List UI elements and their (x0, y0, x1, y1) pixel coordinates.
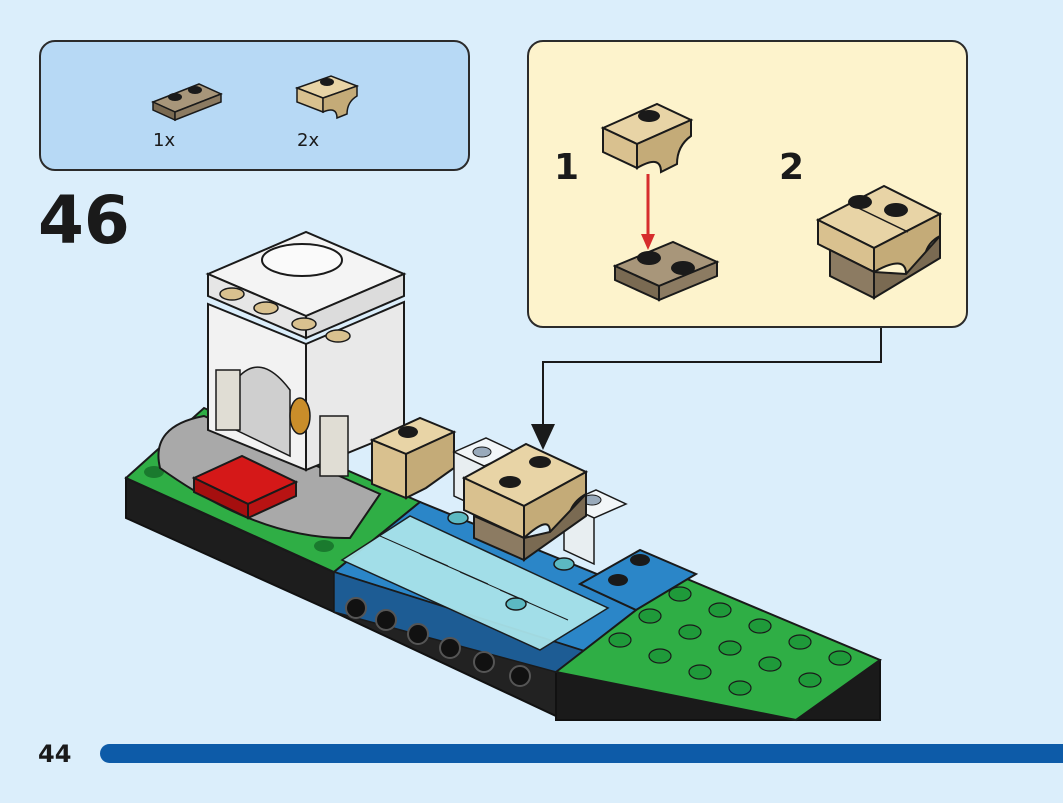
substep-label-2: 2 (779, 147, 805, 188)
substep-label-1: 1 (554, 147, 580, 188)
step-number: 46 (38, 182, 130, 259)
model-illustration (120, 220, 890, 744)
dark-tan-plate-icon (151, 80, 223, 122)
red-arrow-icon (641, 174, 655, 250)
progress-bar (100, 744, 1063, 763)
parts-list-box: 1x 2x (39, 40, 470, 171)
tan-bracket-icon (293, 68, 363, 124)
substep1-bracket-icon (597, 92, 697, 182)
substep2-assembly-icon (814, 180, 944, 306)
sub-assembly-callout: 1 2 (527, 40, 968, 328)
page-number: 44 (38, 740, 72, 768)
part-count-2: 2x (297, 130, 320, 151)
part-count-1: 1x (153, 130, 176, 151)
substep1-plate-icon (613, 238, 723, 304)
